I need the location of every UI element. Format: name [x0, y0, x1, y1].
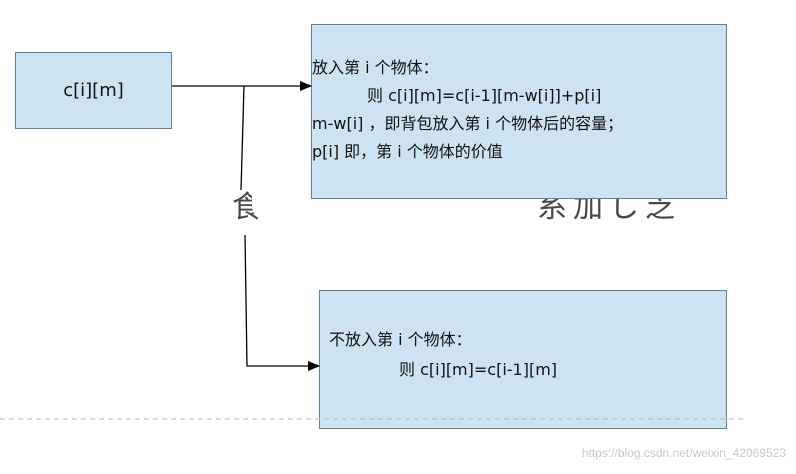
put-item-title: 放入第 i 个物体： — [312, 58, 439, 77]
state-node-label: c[i][m] — [63, 80, 124, 101]
branch-connector — [240, 85, 245, 191]
watermark-url: https://blog.csdn.net/weixin_42069523 — [581, 446, 786, 460]
skip-item-formula: 则 c[i][m]=c[i-1][m] — [399, 360, 558, 379]
state-node-box: c[i][m] — [15, 52, 172, 129]
put-item-formula: 则 c[i][m]=c[i-1][m-w[i]]+p[i] — [367, 86, 602, 105]
arrow-to-skip-node — [244, 234, 320, 371]
white-occluder — [252, 180, 290, 220]
put-item-capacity-note: m-w[i] ，即背包放入第 i 个物体后的容量； — [312, 114, 624, 133]
put-item-value-note: p[i] 即，第 i 个物体的价值 — [312, 142, 503, 161]
put-item-node-box: 放入第 i 个物体： 则 c[i][m]=c[i-1][m-w[i]]+p[i]… — [311, 24, 727, 199]
skip-item-node-box: 不放入第 i 个物体： 则 c[i][m]=c[i-1][m] — [319, 290, 727, 429]
skip-item-title: 不放入第 i 个物体： — [329, 330, 472, 349]
